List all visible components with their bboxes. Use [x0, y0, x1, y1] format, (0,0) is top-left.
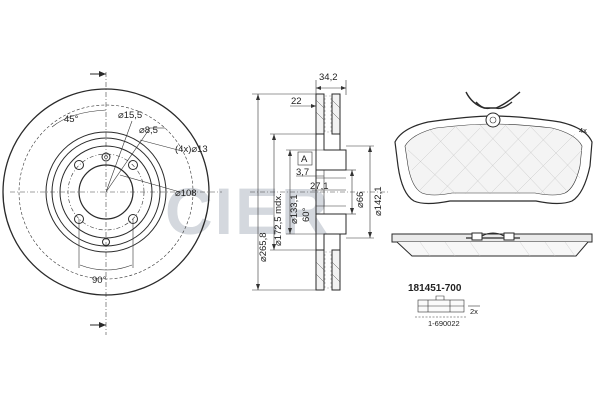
section-a-label: A	[301, 154, 308, 165]
section-a-box	[297, 151, 313, 166]
accessory-clip-drawing	[415, 295, 480, 318]
spring-mount	[485, 112, 501, 128]
dia-15-5-label: ⌀15,5	[118, 110, 142, 121]
dia-142-1-label: ⌀142,1	[373, 187, 384, 217]
brake-pad-side-view	[391, 232, 593, 257]
pad-quantity-label: 4x	[579, 126, 587, 135]
angle-60-label: 60°	[301, 207, 312, 222]
dim-3-7-label: 3,7	[296, 167, 309, 178]
part-number: 181451-700	[408, 283, 462, 294]
disc-section-view: 34,2 22	[250, 72, 390, 291]
disc-front-view: 45° ⌀15,5 ⌀8,5 (4x)⌀13 ⌀108 90°	[2, 71, 222, 335]
watermark-logo: CIER	[165, 174, 331, 248]
pad-backing-plate	[394, 115, 593, 205]
disc-outer-edge	[2, 88, 210, 296]
dia-172-5-label: ⌀172,5 mdx.	[273, 193, 284, 246]
accessory-code: 1-690022	[428, 319, 460, 328]
bolt-hole	[128, 160, 138, 170]
dia-108-label: ⌀108	[175, 188, 197, 199]
centre-bore	[78, 164, 134, 220]
width-22-label: 22	[291, 96, 302, 107]
bolt-hole	[74, 160, 84, 170]
pad-friction-material	[404, 123, 583, 196]
locating-hole	[102, 238, 110, 246]
dia-66-label: ⌀66	[355, 192, 366, 208]
dia-8-5-label: ⌀8,5	[139, 125, 158, 136]
dim-27-1-label: 27,1	[310, 181, 329, 192]
dia-133-1-label: ⌀133,1	[289, 195, 300, 225]
retaining-spring	[465, 91, 521, 109]
accessory-quantity: 2x	[470, 307, 478, 316]
brake-pad-face-view: 4x	[394, 91, 593, 205]
dia-265-8-label: ⌀265,8	[258, 233, 269, 263]
watermark-text: CIER	[165, 174, 331, 248]
angle-45-label: 45°	[64, 114, 79, 125]
hub-outer-edge	[45, 131, 167, 253]
part-info-block: 181451-700 2x 1-690022	[408, 283, 480, 328]
pad-friction-side	[396, 241, 589, 257]
width-34-2-label: 34,2	[319, 72, 338, 83]
locating-hole	[101, 152, 111, 162]
angle-90-label: 90°	[92, 275, 107, 286]
bolt-holes-label: (4x)⌀13	[175, 144, 208, 155]
